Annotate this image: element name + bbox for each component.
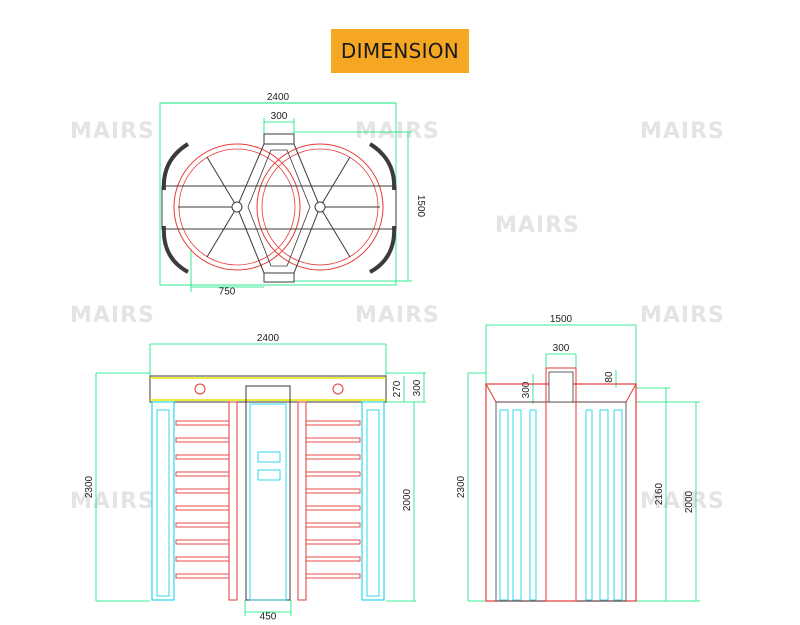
watermark: MAIRS (640, 119, 725, 144)
rotor-arm (305, 488, 361, 494)
watermark: MAIRS (640, 489, 725, 514)
rotor-arm (175, 454, 230, 460)
rotor-arm (175, 573, 230, 579)
watermark: MAIRS (70, 119, 155, 144)
rotor-arm (305, 539, 361, 545)
rotor-arm (175, 471, 230, 477)
watermark: MAIRS (640, 303, 725, 328)
dim-side-2000: 2000 (684, 490, 695, 513)
rotor-arm (305, 522, 361, 528)
dim-top-750: 750 (219, 286, 236, 297)
dim-side-2300: 2300 (456, 475, 467, 498)
dim-top-300: 300 (271, 111, 288, 122)
rotor-arm (305, 556, 361, 562)
dim-top-1500: 1500 (415, 195, 426, 218)
dim-side-canopy-300: 300 (521, 381, 532, 398)
dim-side-80: 80 (604, 371, 615, 383)
rotor-arm (175, 539, 230, 545)
watermarks: MAIRS MAIRS MAIRS MAIRS MAIRS MAIRS MAIR… (70, 119, 725, 514)
top-view: 2400 300 1500 750 (159, 92, 426, 297)
rotor-arm (175, 437, 230, 443)
front-view: 2400 2300 270 300 2000 450 (84, 333, 426, 622)
side-view: 1500 300 300 80 2300 2160 2000 (456, 314, 700, 602)
rotor-arm (305, 454, 361, 460)
dim-front-270: 270 (392, 380, 403, 397)
dim-front-2400: 2400 (257, 333, 280, 344)
rotor-arm (305, 471, 361, 477)
rotor-arm (175, 522, 230, 528)
rotor-arm (175, 505, 230, 511)
rotor-arm (305, 505, 361, 511)
dim-side-300: 300 (553, 343, 570, 354)
rotor-arm (175, 420, 230, 426)
rotor-arm (305, 420, 361, 426)
rotor-arm (175, 556, 230, 562)
page-title: DIMENSION (340, 39, 460, 63)
dim-front-2300: 2300 (84, 475, 95, 498)
rotor-arm (305, 573, 361, 579)
watermark: MAIRS (70, 489, 155, 514)
watermark: MAIRS (495, 213, 580, 238)
watermark: MAIRS (355, 303, 440, 328)
watermark: MAIRS (70, 303, 155, 328)
dim-side-2160: 2160 (654, 482, 665, 505)
dim-front-300: 300 (412, 379, 423, 396)
rotor-arms (175, 420, 361, 579)
title-badge: DIMENSION (331, 29, 469, 73)
dim-front-450: 450 (260, 611, 277, 622)
rotor-arm (175, 488, 230, 494)
dim-front-2000: 2000 (402, 488, 413, 511)
rotor-arm (305, 437, 361, 443)
watermark: MAIRS (355, 119, 440, 144)
dim-top-2400: 2400 (267, 92, 290, 103)
dim-side-1500: 1500 (550, 314, 573, 325)
